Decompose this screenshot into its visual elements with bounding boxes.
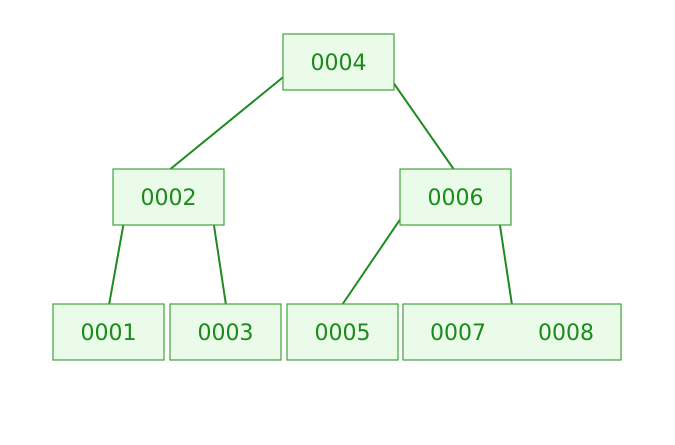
leaf-node-1-key: 0001 [81,321,137,346]
internal-node-right: 0006 [399,168,512,226]
leaf-node-4-key-2: 0008 [538,321,594,346]
leaf-node-3: 0005 [286,303,399,361]
leaf-node-2-key: 0003 [198,321,254,346]
edge-0004-to-0002 [167,64,299,172]
leaf-node-4-key-1: 0007 [430,321,486,346]
leaf-node-2: 0003 [169,303,282,361]
root-key: 0004 [311,51,367,76]
root-node: 0004 [282,33,395,91]
internal-node-right-key: 0006 [428,186,484,211]
leaf-node-4: 0007 0008 [402,303,622,361]
leaf-node-3-key: 0005 [315,321,371,346]
leaf-node-1: 0001 [52,303,165,361]
internal-node-left-key: 0002 [141,186,197,211]
internal-node-left: 0002 [112,168,225,226]
